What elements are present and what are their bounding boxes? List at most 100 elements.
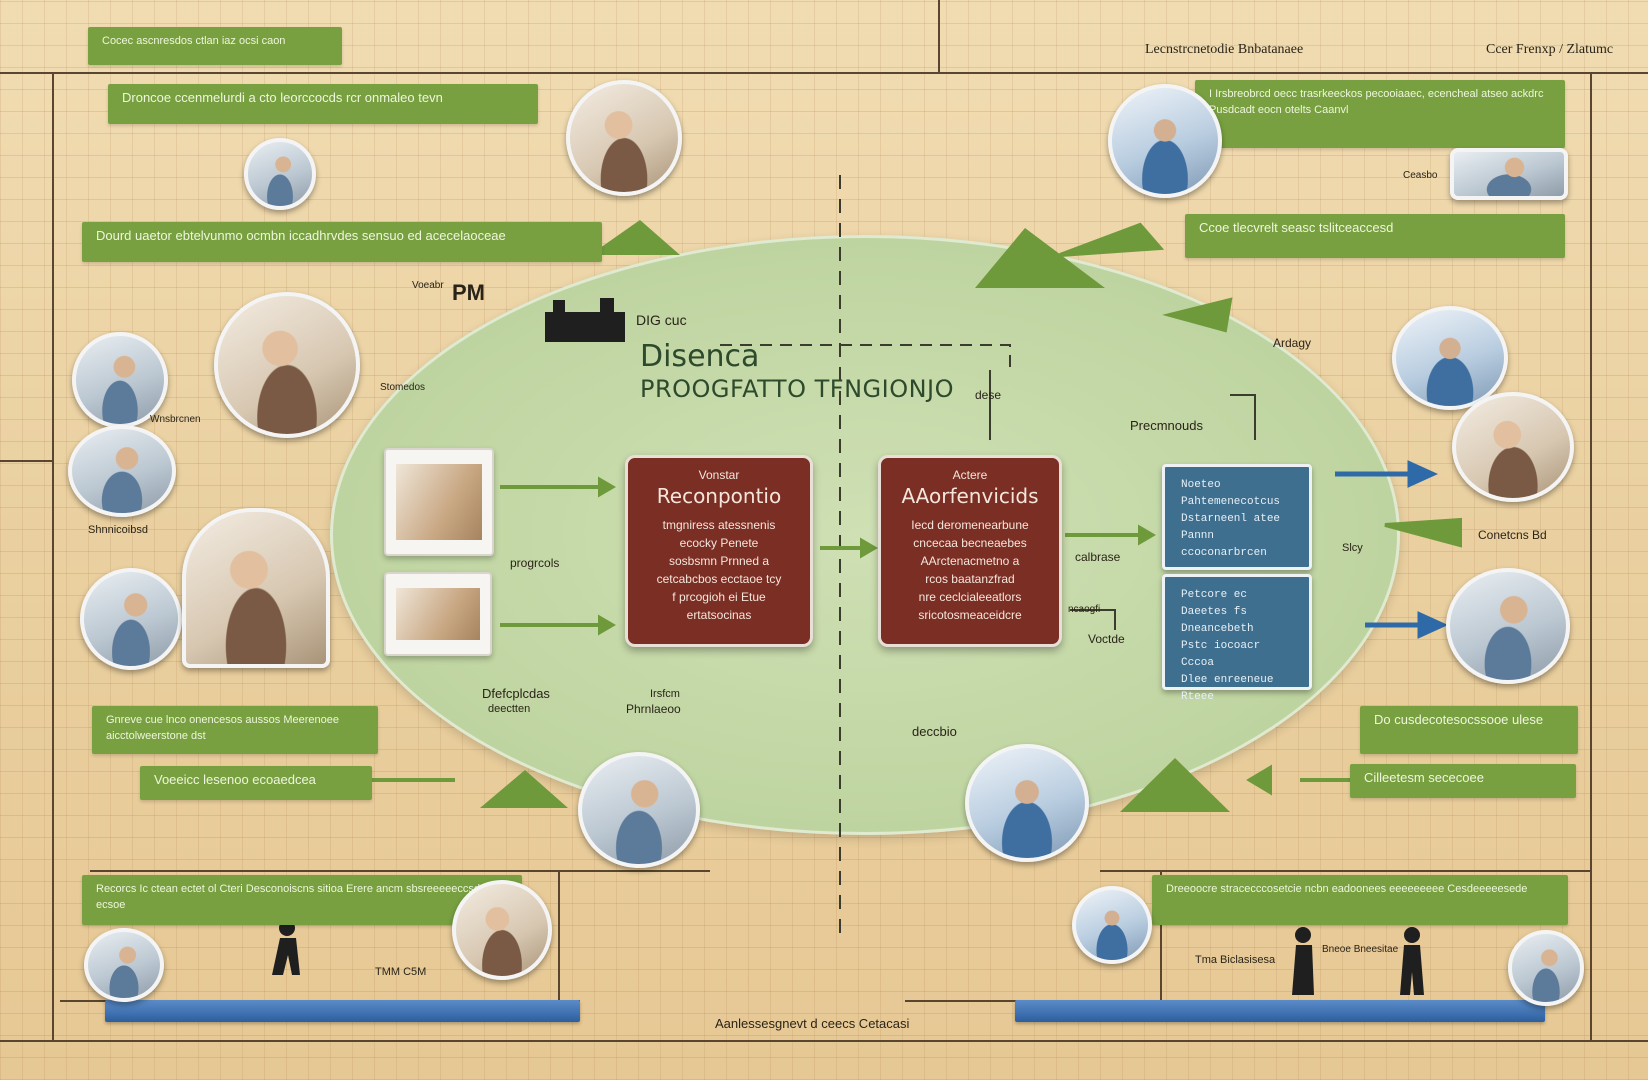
mountain-icon — [975, 228, 1105, 288]
frame-line — [1160, 870, 1162, 1000]
label-ardagy: Ardagy — [1273, 336, 1312, 350]
photo-woman-chair — [452, 880, 552, 980]
photo-papers — [80, 568, 182, 670]
card-right-title: AAorfenvicids — [901, 484, 1039, 508]
label-pm: PM — [452, 280, 485, 305]
panel-line: Petcore ec — [1181, 589, 1248, 601]
top-left-bar: Cocec ascnresdos ctlan iaz ocsi caon — [88, 27, 342, 65]
panel-line: Dneancebeth — [1181, 623, 1254, 635]
label-progrcols: progrcols — [510, 556, 560, 570]
arrow-head-icon — [1138, 524, 1156, 546]
frame-line — [90, 870, 710, 872]
arrow-head-icon — [598, 614, 616, 636]
card-right-line: rcos baatanzfrad — [925, 572, 1015, 586]
photo-desk-computer — [182, 508, 330, 668]
card-right-small: Actere — [952, 468, 988, 482]
top-right-label: Ccer Frenxp / Zlatumc — [1486, 42, 1614, 57]
diagram-title: Disenca PROOGFATTO TFNGIONJO — [640, 340, 954, 404]
photo-man-window — [578, 752, 700, 868]
label-slcy: Slcy — [1342, 542, 1363, 554]
photo-printer — [68, 425, 176, 517]
panel-line: Noeteo — [1181, 479, 1221, 491]
frame-line — [1100, 870, 1590, 872]
photo-man-smiling — [1452, 392, 1574, 502]
person-icon — [1404, 927, 1420, 943]
left-bar-1: Droncoe ccenmelurdi a cto leorccocds rcr… — [108, 84, 538, 124]
card-left-line: cetcabcbos ecctaoe tcy — [656, 572, 782, 586]
label-deccbio: deccbio — [912, 724, 957, 739]
arrow-head-icon — [1417, 611, 1449, 639]
photo-blue-logo — [1072, 886, 1152, 964]
label-deectten: deectten — [488, 703, 531, 715]
frame-line — [0, 460, 52, 462]
card-right-line: sricotosmeaceidcre — [918, 608, 1022, 622]
bottom-right-bar-2: Cilleetesm sececoee — [1350, 764, 1576, 798]
photo-doorway — [965, 744, 1089, 862]
card-aaorfenvicids: Actere AAorfenvicids Iecd deromenearbune… — [878, 455, 1062, 647]
title-line-2: PROOGFATTO TFNGIONJO — [640, 375, 955, 403]
blue-panel-lower: Petcore ec Daeetes fs Dneancebeth Pstc i… — [1162, 574, 1312, 703]
arrow-head-icon — [598, 476, 616, 498]
top-center-label: Lecnstrcnetodie Bnbatanaee — [1145, 42, 1304, 57]
label-stomedos: Stomedos — [380, 382, 426, 393]
panel-line: Dstarneenl atee — [1181, 513, 1281, 525]
right-bar-1: I Irsbreobrcd oecc trasrkeeckos pecooiaa… — [1195, 80, 1565, 148]
card-left-title: Reconpontio — [656, 484, 782, 508]
panel-line: Daeetes fs — [1181, 606, 1248, 618]
person-icon — [1295, 927, 1311, 943]
label-vocabr: Voeabr — [412, 280, 444, 291]
label-bneoe: Bneoe Bneesitae — [1322, 944, 1399, 955]
arrow-mid-right-icon — [1162, 297, 1233, 333]
label-tmm: TMM C5M — [375, 966, 427, 978]
card-left-line: tmgniress atessnenis — [662, 518, 776, 532]
mountain-icon — [590, 220, 680, 255]
label-dig: DIG cuc — [636, 312, 687, 328]
footer-bar-right: Dreeoocre stracecccosetcie ncbn eadoonee… — [1152, 875, 1568, 925]
card-reconpontio: Vonstar Reconpontio tmgniress atessnenis… — [625, 455, 813, 647]
arrow-right-icon — [1384, 517, 1462, 548]
panel-line: Dlee enreeneue Rteee — [1181, 674, 1274, 703]
people-silhouettes — [272, 920, 1424, 995]
right-bar-2: Ccoe tlecvrelt seasc tslitceaccesd — [1185, 214, 1565, 258]
card-right-line: nre ceclcialeeatlors — [918, 590, 1022, 604]
panel-line: Pannn ccoconarbrcen — [1181, 530, 1267, 559]
photo-woman-laptop — [1392, 306, 1508, 410]
label-voctde: Voctde — [1088, 632, 1125, 646]
label-conetcns: Conetcns Bd — [1478, 528, 1547, 542]
card-left-small: Vonstar — [698, 468, 740, 482]
left-bar-2: Dourd uaetor ebtelvunmo ocmbn iccadhrvde… — [82, 222, 602, 262]
arrow-head-icon — [1246, 764, 1272, 796]
label-irsfcm: Irsfcm — [650, 688, 680, 700]
blue-panel-upper: Noeteo Pahtemenecotcus Dstarneenl atee P… — [1162, 464, 1312, 570]
card-left-line: f prcogioh ei Etue — [672, 590, 766, 604]
frame-line — [52, 72, 54, 1042]
mountain-icon — [480, 770, 568, 808]
card-right-line: Iecd deromenearbune — [911, 518, 1029, 532]
photo-work-station — [1450, 148, 1568, 200]
timeline-strip-left — [105, 1000, 580, 1022]
frame-line — [558, 870, 560, 1000]
label-dfefcplcdas: Dfefcplcdas — [482, 686, 550, 701]
footer-center-label: Aanlessesgnevt d ceecs Cetacasi — [715, 1016, 910, 1031]
top-dashed-connector — [720, 344, 1011, 370]
photo-office-workers — [214, 292, 360, 438]
label-precmnouds: Precmnouds — [1130, 418, 1203, 433]
bottom-left-bar-1: Gnreve cue lnco onencesos aussos Meereno… — [92, 706, 378, 754]
footer-bar-left: Recorcs Ic ctean ectet ol Cteri Desconoi… — [82, 875, 522, 925]
label-wnsbrcnen: Wnsbrcnen — [150, 414, 201, 425]
label-dese: dese — [975, 388, 1002, 402]
frame-line — [938, 0, 940, 74]
card-right-line: cncecaa becneaebes — [913, 536, 1027, 550]
card-left-line: ecocky Penete — [679, 536, 759, 550]
arrow-head-icon — [1407, 460, 1439, 488]
photo-person-desk — [1108, 84, 1222, 198]
photo-person-reading — [1446, 568, 1570, 684]
frame-line — [1590, 72, 1592, 1042]
arrow-top-right-icon — [1059, 222, 1165, 257]
card-left-line: sosbsmn Prnned a — [668, 554, 770, 568]
label-shnnicoibsd: Shnnicoibsd — [88, 524, 148, 536]
mountain-icon — [1120, 758, 1230, 812]
photo-team-meeting — [566, 80, 682, 196]
frame-line — [0, 1040, 1648, 1042]
